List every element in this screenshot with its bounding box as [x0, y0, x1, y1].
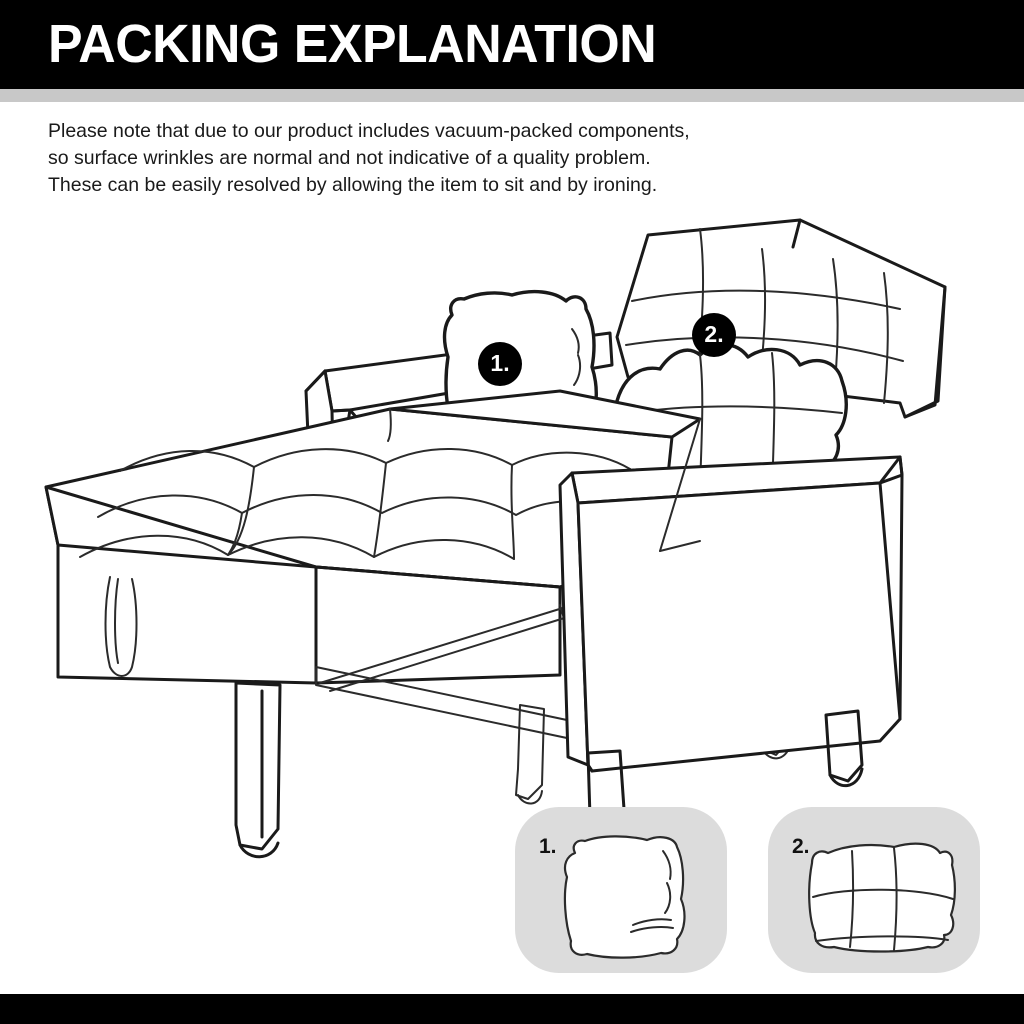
right-armrest-panel	[558, 455, 904, 830]
footer-bar	[0, 994, 1024, 1024]
tufted-pillow-icon	[808, 842, 956, 953]
page-title: PACKING EXPLANATION	[48, 16, 682, 70]
callout-badge-1[interactable]: 1.	[478, 342, 522, 386]
page-title-text: PACKING EXPLANATION	[48, 13, 657, 74]
callout-badge-2[interactable]: 2.	[692, 313, 736, 357]
intro-paragraph: Please note that due to our product incl…	[48, 118, 908, 199]
sofa-base-right	[659, 418, 701, 552]
sofa-bed-illustration	[0, 205, 1024, 905]
intro-line-3: These can be easily resolved by allowing…	[48, 174, 658, 196]
callout-badge-1-label: 1.	[490, 349, 510, 376]
header-accent-divider	[0, 89, 1024, 102]
square-pillow-icon	[563, 835, 686, 959]
intro-line-2: so surface wrinkles are normal and not i…	[48, 147, 651, 169]
inset-label-1: 1.	[539, 835, 557, 858]
intro-line-1: Please note that due to our product incl…	[48, 120, 690, 142]
callout-badge-2-label: 2.	[704, 320, 724, 347]
pull-strap	[104, 576, 138, 677]
header-bar: PACKING EXPLANATION	[0, 0, 1024, 89]
inset-card-pillow-1: 1.	[515, 807, 727, 973]
inset-label-2: 2.	[792, 835, 810, 858]
inset-card-pillow-2: 2.	[768, 807, 980, 973]
